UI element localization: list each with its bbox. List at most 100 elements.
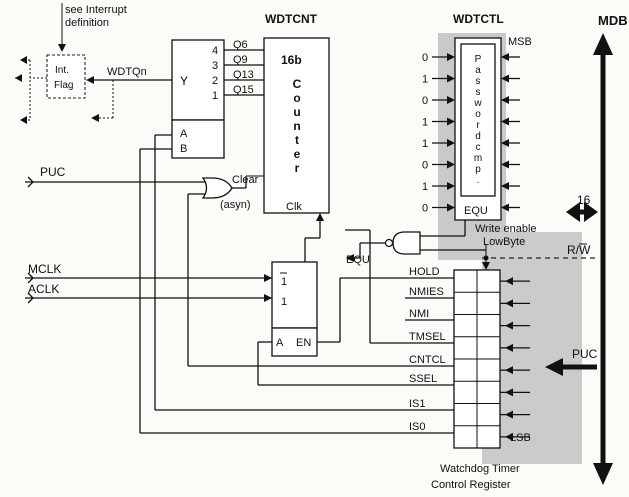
- mdb-label: MDB: [598, 13, 628, 28]
- mux-clk-input-top: 1: [281, 276, 287, 288]
- lsb-label: LSB: [510, 432, 531, 444]
- equ-out-label: EQU: [346, 254, 370, 266]
- int-flag-line-1: Int.: [55, 65, 69, 76]
- password-letter: m: [474, 153, 482, 164]
- mux-clk-a-label: A: [276, 337, 284, 349]
- password-bit-value: 1: [422, 181, 428, 193]
- register-field-label: HOLD: [409, 266, 440, 278]
- password-bit-arrow: [447, 203, 455, 212]
- counter-letter: e: [294, 147, 301, 161]
- password-bit-value: 1: [422, 74, 428, 86]
- interrupt-note-line-1: see Interrupt: [65, 4, 127, 16]
- password-letter: d: [475, 131, 481, 142]
- password-letter: r: [476, 120, 480, 131]
- password-letter: s: [476, 76, 481, 87]
- counter-tap-label: Q9: [233, 54, 248, 66]
- register-field-label: SSEL: [409, 373, 437, 385]
- password-bit-value: 1: [422, 138, 428, 150]
- mux-clk-input-bottom: 1: [281, 296, 287, 308]
- password-bit-value: 0: [422, 203, 428, 215]
- counter-letter: o: [293, 91, 300, 105]
- password-bit-value: 0: [422, 52, 428, 64]
- write-enable-line-1: Write enable: [475, 223, 537, 235]
- write-enable-logic: Write enable LowByte EQU: [346, 220, 537, 266]
- mux-a-label: A: [180, 128, 188, 140]
- counter-letter: r: [295, 161, 300, 175]
- password-letter: c: [476, 142, 481, 153]
- register-field-label: IS0: [409, 421, 426, 433]
- rw-line: R/W: [480, 243, 595, 270]
- password-bit-value: 0: [422, 160, 428, 172]
- write-enable-line-2: LowByte: [483, 236, 525, 248]
- control-wiring: [139, 134, 405, 434]
- register-field-arrow: [505, 388, 513, 397]
- counter-letter: n: [293, 119, 300, 133]
- register-field-label: TMSEL: [409, 331, 446, 343]
- password-bit-arrow: [447, 160, 455, 169]
- password-letter: w: [473, 98, 482, 109]
- password-bit-arrow: [447, 182, 455, 190]
- password-letter: P: [475, 54, 482, 65]
- int-flag-box: [46, 54, 86, 99]
- register-field-arrow: [505, 277, 513, 286]
- aclk-label: ACLK: [28, 282, 59, 296]
- wdtctl-bus-arrows: [501, 53, 520, 212]
- bus-bit-arrow: [501, 74, 509, 83]
- wdtctl-title: WDTCTL: [453, 12, 504, 26]
- register-field-arrow: [505, 410, 513, 419]
- bus-bit-arrow: [501, 203, 509, 212]
- mux-input-number: 2: [212, 75, 218, 87]
- int-flag-line-2: Flag: [54, 80, 73, 91]
- mux-input-number: 4: [212, 45, 218, 57]
- register-field-arrow: [505, 343, 513, 352]
- bus-bit-arrow: [501, 139, 509, 147]
- password-letter: s: [476, 87, 481, 98]
- equ-inside-label: EQU: [464, 205, 488, 217]
- asyn-label: (asyn): [220, 199, 251, 211]
- bus-bit-arrow: [501, 53, 509, 61]
- puc-label: PUC: [40, 165, 66, 179]
- counter-letter: t: [295, 133, 299, 147]
- mux-b-label: B: [180, 143, 187, 155]
- puc-input: PUC: [25, 165, 150, 188]
- password-letter: o: [475, 109, 481, 120]
- bus-width-label: 16: [577, 193, 591, 207]
- password-bit-arrow: [447, 53, 455, 61]
- password-letter: .: [477, 175, 480, 186]
- password-bit-arrow: [447, 139, 455, 147]
- register-field-arrow: [505, 321, 513, 330]
- counter-tap-label: Q6: [233, 39, 248, 51]
- wdtqn-label: WDTQn: [107, 66, 147, 78]
- wdtcnt-title: WDTCNT: [265, 12, 318, 26]
- counter-letter: u: [293, 105, 300, 119]
- interrupt-note-line-2: definition: [65, 17, 109, 29]
- data-bus-16-arrow: 16: [566, 193, 598, 222]
- counter-letter: C: [293, 77, 302, 91]
- bus-bit-arrow: [501, 182, 509, 190]
- mux-input-number: 1: [212, 90, 218, 102]
- register-field-label: CNTCL: [409, 354, 446, 366]
- interrupt-flag-group: see Interrupt definition Int. Flag WDTQn: [15, 3, 172, 124]
- register-field-label: IS1: [409, 398, 426, 410]
- mdb-bus: MDB: [593, 13, 628, 485]
- rw-label: R/W: [567, 243, 591, 257]
- password-bit-arrow: [447, 74, 455, 83]
- clock-select-mux: 1 1 A EN: [271, 213, 324, 357]
- msb-label: MSB: [508, 36, 532, 48]
- mux-clk-en-label: EN: [296, 337, 311, 349]
- password-bit-value: 0: [422, 95, 428, 107]
- password-letter: p: [475, 164, 481, 175]
- mux-input-number: 3: [212, 60, 218, 72]
- clear-label: Clear: [232, 174, 259, 186]
- password-bit-arrow: [447, 96, 455, 104]
- clear-or-gate: [150, 176, 247, 199]
